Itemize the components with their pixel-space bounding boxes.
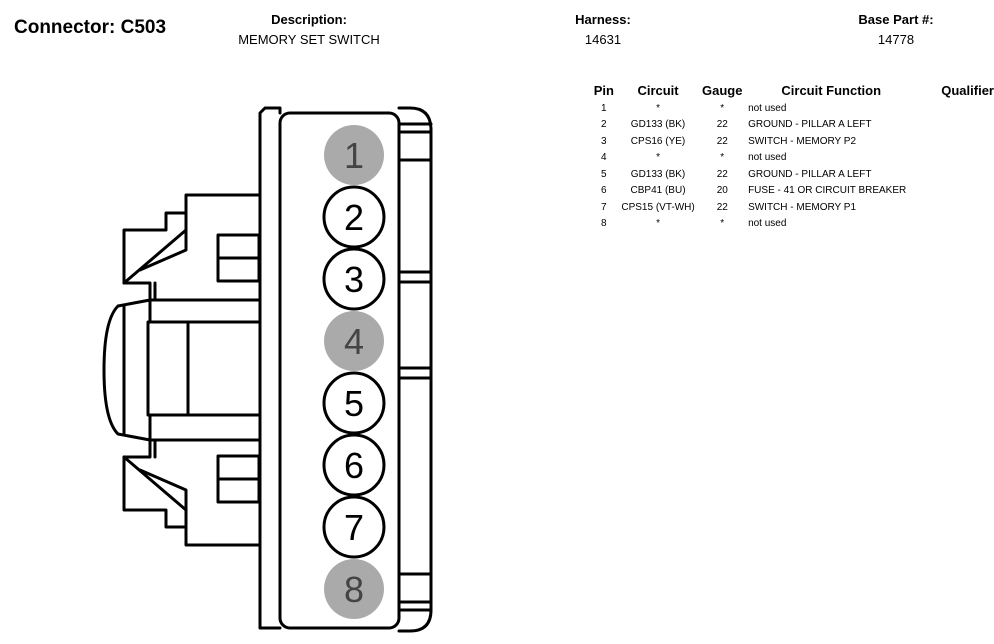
connector-body: [278, 111, 401, 630]
cell-circuit: CPS15 (VT-WH): [621, 201, 695, 213]
col-header-circuit: Circuit: [637, 83, 679, 98]
pin-number-label: 5: [344, 383, 364, 424]
cell-pin: 8: [601, 218, 607, 230]
cell-pin: 2: [601, 119, 607, 131]
col-header-pin: Pin: [593, 83, 614, 98]
pin-cavity-8: [324, 559, 384, 619]
pin-cavity-1: [324, 125, 384, 185]
pin-cavity-4: [324, 311, 384, 371]
center-latch-arc: [102, 298, 152, 442]
cell-function: GROUND - PILLAR A LEFT: [748, 119, 872, 131]
cell-pin: 7: [601, 201, 607, 213]
cell-function: SWITCH - MEMORY P1: [748, 201, 857, 213]
cell-function: not used: [748, 102, 787, 114]
basepart-label: Base Part #:: [858, 12, 934, 27]
description-block: Description: MEMORY SET SWITCH: [209, 12, 409, 48]
pin-number-label: 2: [344, 197, 364, 238]
cell-gauge: *: [720, 102, 725, 114]
connector-outline: [102, 106, 433, 633]
upper-latch-outline: [122, 193, 262, 302]
pin-number-label: 6: [344, 445, 364, 486]
table-row: 1 * * not used: [588, 100, 994, 117]
cell-gauge: 22: [716, 135, 728, 147]
cell-pin: 6: [601, 185, 607, 197]
right-slot-top: [397, 130, 433, 162]
cell-pin: 4: [601, 152, 607, 164]
cell-circuit: *: [656, 218, 660, 230]
table-row: 6 CBP41 (BU) 20 FUSE - 41 OR CIRCUIT BREAKE…: [588, 183, 994, 200]
cell-gauge: 22: [716, 168, 728, 180]
cell-circuit: CPS16 (YE): [630, 135, 686, 147]
description-value: MEMORY SET SWITCH: [238, 32, 380, 47]
table-row: 7 CPS15 (VT-WH) 22 SWITCH - MEMORY P1: [588, 199, 994, 216]
harness-block: Harness: 14631: [553, 12, 653, 48]
table-header-row: Pin Circuit Gauge Circuit Function Quali…: [588, 81, 994, 100]
cell-circuit: *: [656, 152, 660, 164]
description-label: Description:: [271, 12, 347, 27]
cell-pin: 1: [601, 102, 607, 114]
cell-circuit: CBP41 (BU): [630, 185, 686, 197]
pin-cavity-3: [322, 247, 386, 311]
cell-gauge: *: [720, 218, 725, 230]
col-header-gauge: Gauge: [702, 83, 743, 98]
cell-function: FUSE - 41 OR CIRCUIT BREAKER: [748, 185, 907, 197]
pin-cavity-6: [322, 433, 386, 497]
cell-function: not used: [748, 152, 787, 164]
cell-circuit: GD133 (BK): [630, 119, 686, 131]
pin-number-label: 7: [344, 507, 364, 548]
cell-gauge: 20: [716, 185, 728, 197]
table-row: 5 GD133 (BK) 22 GROUND - PILLAR A LEFT: [588, 166, 994, 183]
cell-gauge: *: [720, 152, 725, 164]
cell-circuit: GD133 (BK): [630, 168, 686, 180]
connector-title: Connector: C503: [14, 17, 167, 38]
right-shell: [397, 106, 433, 633]
col-header-qualifier: Qualifier: [941, 83, 994, 98]
cell-gauge: 22: [716, 119, 728, 131]
pin-number-label: 3: [344, 259, 364, 300]
lower-latch-outline: [122, 438, 262, 547]
pin-number-label: 1: [344, 135, 364, 176]
center-latch-block: [146, 320, 262, 417]
col-header-circuit-function: Circuit Function: [781, 83, 882, 98]
table-row: 3 CPS16 (YE) 22 SWITCH - MEMORY P2: [588, 133, 994, 150]
pin-cavity-2: [322, 185, 386, 249]
cell-function: not used: [748, 218, 787, 230]
harness-value: 14631: [584, 32, 622, 47]
basepart-block: Base Part #: 14778: [826, 12, 966, 48]
table-row: 2 GD133 (BK) 22 GROUND - PILLAR A LEFT: [588, 117, 994, 134]
pin-cavities: 1 2 3 4 5 6 7 8: [322, 125, 386, 619]
cell-function: GROUND - PILLAR A LEFT: [748, 168, 872, 180]
cell-function: SWITCH - MEMORY P2: [748, 135, 857, 147]
pin-number-label: 4: [344, 321, 364, 362]
basepart-value: 14778: [877, 32, 915, 47]
pin-number-label: 8: [344, 569, 364, 610]
table-row: 8 * * not used: [588, 216, 994, 233]
table-row: 4 * * not used: [588, 150, 994, 167]
body-left-wall: [258, 106, 282, 630]
right-slot-bottom: [397, 572, 433, 604]
pin-cavity-7: [322, 495, 386, 559]
cell-pin: 3: [601, 135, 607, 147]
cell-circuit: *: [656, 102, 660, 114]
cell-pin: 5: [601, 168, 607, 180]
harness-label: Harness:: [575, 12, 631, 27]
cell-gauge: 22: [716, 201, 728, 213]
pin-cavity-5: [322, 371, 386, 435]
pinout-table: Pin Circuit Gauge Circuit Function Quali…: [588, 81, 994, 232]
